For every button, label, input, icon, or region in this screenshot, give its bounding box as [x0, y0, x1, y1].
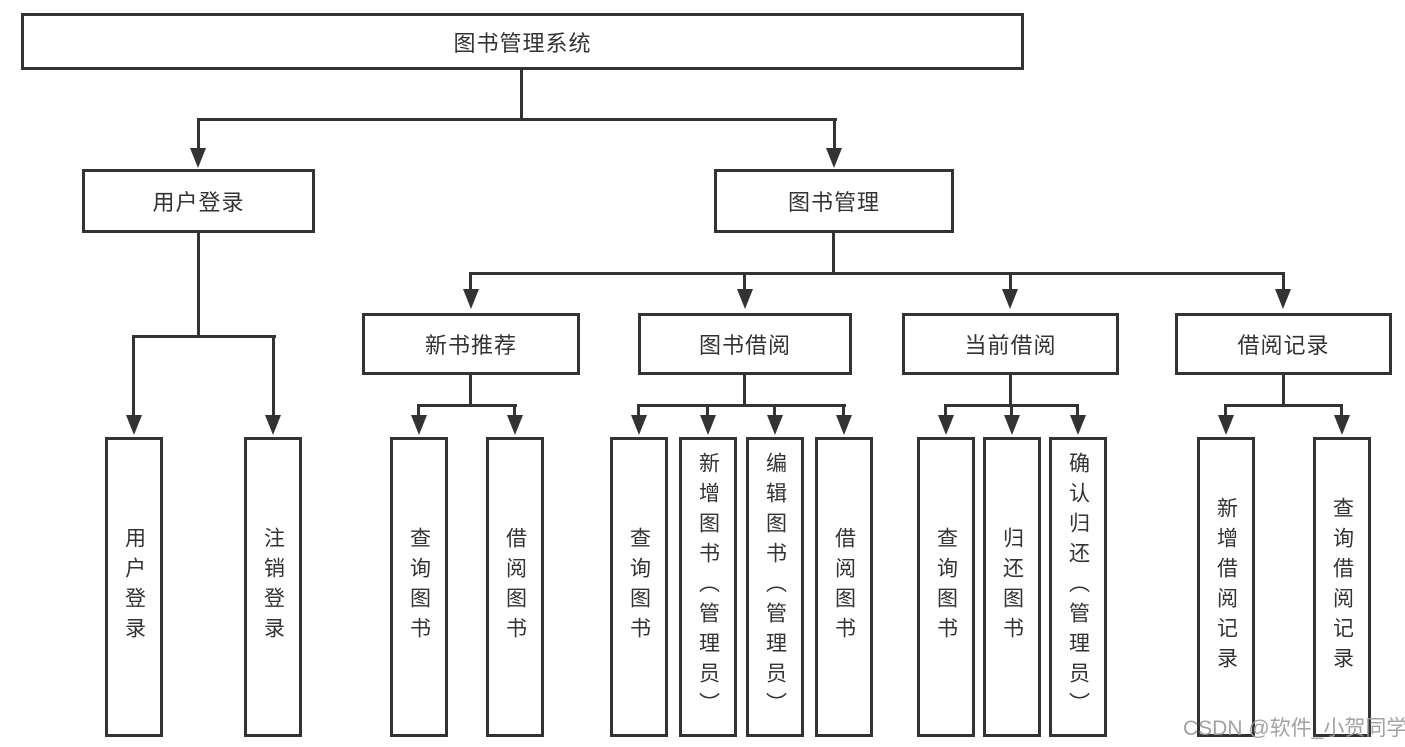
leaf-add-book-admin: 新增图书（管理员）	[679, 437, 737, 737]
arrow-down-icon	[190, 148, 206, 168]
arrow-down-icon	[1004, 415, 1020, 435]
connector-line	[197, 118, 837, 121]
arrow-down-icon	[1334, 415, 1350, 435]
arrow-down-icon	[1218, 415, 1234, 435]
node-book-borrowing: 图书借阅	[638, 313, 852, 375]
connector-line	[1224, 404, 1343, 407]
leaf-query-borrow-record: 查询借阅记录	[1313, 437, 1371, 737]
connector-line	[637, 404, 640, 418]
connector-line	[132, 335, 135, 417]
connector-line	[197, 233, 200, 337]
connector-line	[417, 404, 420, 418]
connector-line	[1282, 272, 1285, 291]
connector-line	[1282, 375, 1285, 406]
arrow-down-icon	[507, 415, 523, 435]
leaf-add-borrow-record: 新增借阅记录	[1197, 437, 1255, 737]
node-book-management: 图书管理	[714, 169, 954, 233]
connector-line	[743, 375, 746, 406]
arrow-down-icon	[631, 415, 647, 435]
arrow-down-icon	[836, 415, 852, 435]
watermark: CSDN @软件_小贺同学	[1183, 717, 1405, 740]
leaf-borrow-books-borrowing: 借阅图书	[815, 437, 873, 737]
leaf-confirm-return-admin: 确认归还（管理员）	[1049, 437, 1107, 737]
connector-line	[1009, 272, 1012, 291]
connector-line	[637, 404, 846, 407]
node-user-login: 用户登录	[82, 169, 315, 233]
arrow-down-icon	[126, 415, 142, 435]
leaf-return-books: 归还图书	[983, 437, 1041, 737]
connector-line	[1224, 404, 1227, 418]
connector-line	[1009, 375, 1012, 406]
arrow-down-icon	[737, 289, 753, 309]
connector-line	[773, 404, 776, 418]
arrow-down-icon	[826, 148, 842, 168]
connector-line	[132, 335, 276, 338]
connector-line	[832, 233, 835, 275]
arrow-down-icon	[1070, 415, 1086, 435]
arrow-down-icon	[938, 415, 954, 435]
leaf-edit-book-admin: 编辑图书（管理员）	[746, 437, 804, 737]
leaf-query-books-current: 查询图书	[917, 437, 975, 737]
arrow-down-icon	[1275, 289, 1291, 309]
leaf-borrow-books-recommend: 借阅图书	[486, 437, 544, 737]
node-borrowing-records: 借阅记录	[1175, 313, 1392, 375]
node-new-book-recommendation: 新书推荐	[362, 313, 580, 375]
arrow-down-icon	[463, 289, 479, 309]
connector-line	[1340, 404, 1343, 418]
leaf-user-login: 用户登录	[105, 437, 163, 737]
connector-line	[706, 404, 709, 418]
arrow-down-icon	[265, 415, 281, 435]
connector-line	[842, 404, 845, 418]
connector-line	[944, 404, 947, 418]
connector-line	[469, 272, 1285, 275]
leaf-query-books-borrowing: 查询图书	[610, 437, 668, 737]
node-current-borrowing: 当前借阅	[902, 313, 1119, 375]
connector-line	[513, 404, 516, 418]
connector-line	[520, 70, 523, 120]
arrow-down-icon	[411, 415, 427, 435]
connector-line	[469, 272, 472, 291]
connector-line	[1010, 404, 1013, 418]
connector-line	[417, 404, 517, 407]
connector-line	[743, 272, 746, 291]
leaf-query-books-recommend: 查询图书	[390, 437, 448, 737]
leaf-logout: 注销登录	[244, 437, 302, 737]
connector-line	[833, 118, 836, 150]
arrow-down-icon	[1002, 289, 1018, 309]
connector-line	[469, 375, 472, 406]
arrow-down-icon	[700, 415, 716, 435]
arrow-down-icon	[767, 415, 783, 435]
connector-line	[272, 335, 275, 417]
node-library-management-system: 图书管理系统	[21, 13, 1024, 70]
connector-line	[197, 118, 200, 150]
connector-line	[1076, 404, 1079, 418]
